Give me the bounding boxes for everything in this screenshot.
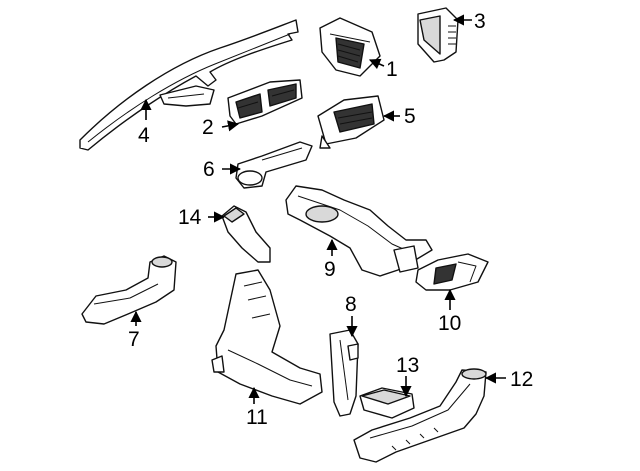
callout-13: 13 [396,354,419,377]
leader-lines [130,14,506,404]
part-5-center-vent [317,95,385,149]
callout-6: 6 [203,158,215,181]
part-7-duct [81,255,177,325]
part-14-duct [221,205,271,263]
callout-4: 4 [138,124,150,147]
callout-labels: 1 2 3 4 5 6 7 8 9 10 11 12 13 14 [128,10,533,429]
part-2-dual-vent [227,79,303,125]
part-1-center-vent [319,17,381,77]
callout-2: 2 [202,116,214,139]
callout-11: 11 [246,406,268,429]
callout-9: 9 [324,258,336,281]
part-9-floor-duct [285,185,433,277]
callout-7: 7 [128,328,140,351]
callout-10: 10 [438,312,461,335]
callout-14: 14 [178,206,202,229]
callout-3: 3 [474,10,486,33]
callout-5: 5 [404,105,416,128]
part-3-side-vent [417,7,459,63]
callout-12: 12 [510,368,533,391]
callout-1: 1 [386,58,398,81]
part-11-floor-duct [211,269,323,405]
part-6-duct [235,141,313,189]
callout-8: 8 [345,293,357,316]
part-12-duct [353,368,487,463]
part-10-vent [415,253,489,291]
part-8-duct [329,329,359,417]
part-4-defroster-duct [79,19,299,151]
